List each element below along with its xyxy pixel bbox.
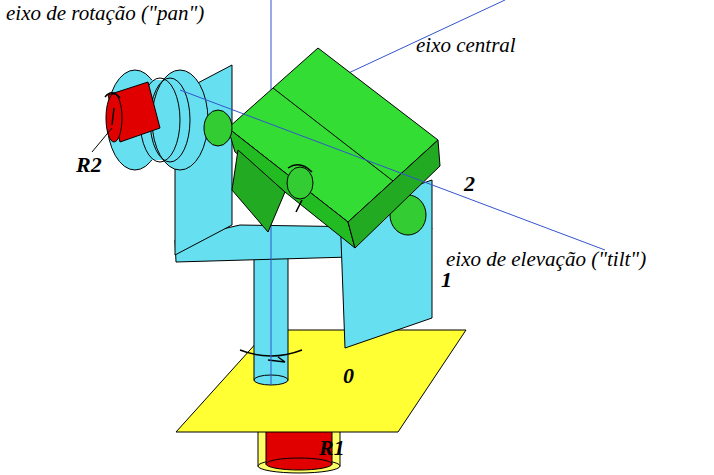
part-label: R2 xyxy=(76,153,102,177)
part-number: 2 xyxy=(464,172,475,196)
part-number: 0 xyxy=(343,364,354,388)
camera-block xyxy=(204,48,440,248)
part-number: 1 xyxy=(441,268,452,292)
axis-label: eixo de rotação ("pan") xyxy=(6,2,204,25)
axis-label: eixo de elevação ("tilt") xyxy=(446,248,646,271)
tilt-axis xyxy=(180,90,605,250)
axis-label: eixo central xyxy=(416,34,516,57)
part-label: R1 xyxy=(319,436,345,460)
motor-r2 xyxy=(92,70,208,170)
base-plate xyxy=(176,330,466,432)
